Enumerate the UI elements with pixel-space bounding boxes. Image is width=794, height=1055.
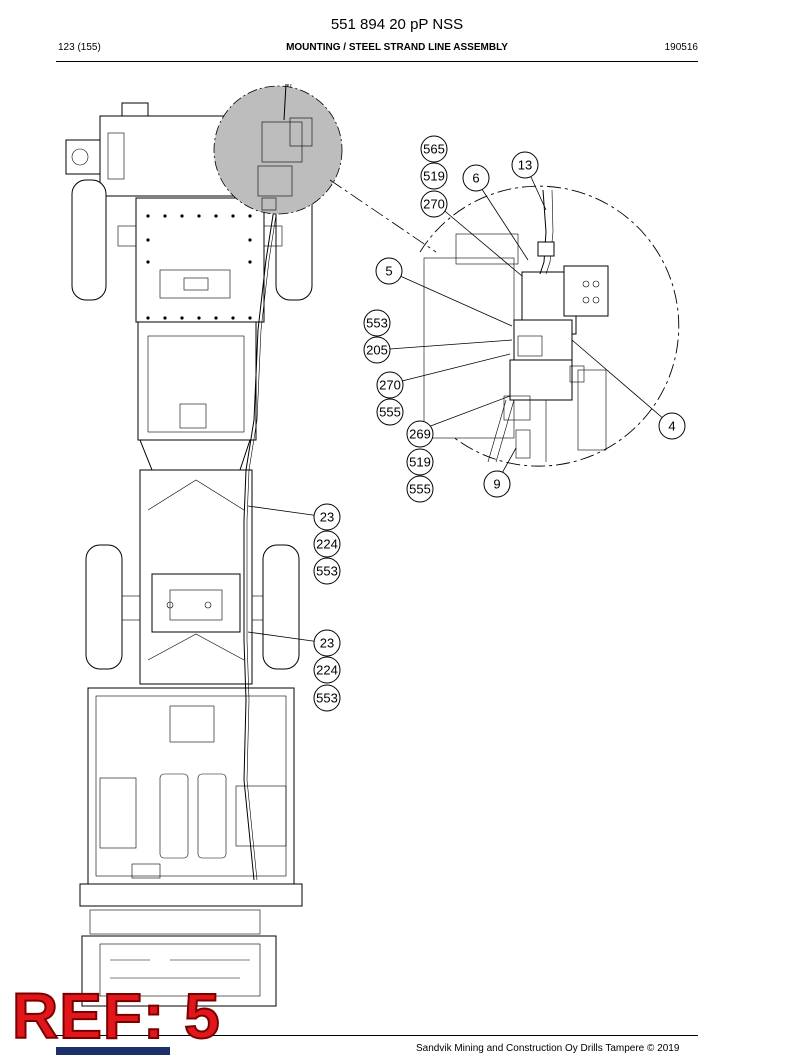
svg-text:519: 519 xyxy=(423,169,445,184)
callout-224-upper: 224 xyxy=(313,530,341,558)
callout-224-lower: 224 xyxy=(313,656,341,684)
svg-text:9: 9 xyxy=(493,477,500,492)
detail-source-parts xyxy=(257,83,313,211)
callout-519-top: 519 xyxy=(420,162,448,190)
callout-555-bottom: 555 xyxy=(406,475,434,503)
svg-text:4: 4 xyxy=(668,419,675,434)
detail-source-circle xyxy=(213,85,343,215)
svg-text:270: 270 xyxy=(379,378,401,393)
machine-top-view xyxy=(65,83,313,1007)
callout-519-bottom: 519 xyxy=(406,448,434,476)
callout-23-lower: 23 xyxy=(313,629,341,657)
sandvik-logo xyxy=(56,1047,170,1055)
callout-205: 205 xyxy=(363,336,391,364)
callout-565: 565 xyxy=(420,135,448,163)
svg-text:224: 224 xyxy=(316,537,338,552)
header-divider xyxy=(56,61,698,62)
svg-text:270: 270 xyxy=(423,197,445,212)
callout-270-bottom: 270 xyxy=(376,371,404,399)
svg-text:23: 23 xyxy=(320,510,334,525)
svg-text:6: 6 xyxy=(472,171,479,186)
callout-269: 269 xyxy=(406,420,434,448)
detail-boundary xyxy=(419,185,680,467)
svg-text:13: 13 xyxy=(518,158,532,173)
callout-555-top: 555 xyxy=(376,398,404,426)
frame-holes xyxy=(146,214,252,320)
detail-connector-line xyxy=(329,179,437,253)
svg-text:553: 553 xyxy=(316,564,338,579)
svg-text:519: 519 xyxy=(409,455,431,470)
callout-5: 5 xyxy=(375,257,403,285)
callout-553-upper: 553 xyxy=(313,557,341,585)
page-title: MOUNTING / STEEL STRAND LINE ASSEMBLY xyxy=(286,42,508,53)
reference-stamp: REF: 5 xyxy=(11,980,221,1052)
document-date: 190516 xyxy=(664,42,698,53)
svg-text:553: 553 xyxy=(366,316,388,331)
callout-4: 4 xyxy=(658,412,686,440)
callout-6: 6 xyxy=(462,164,490,192)
detail-view xyxy=(423,189,609,463)
page-number: 123 (155) xyxy=(58,42,101,53)
svg-text:555: 555 xyxy=(409,482,431,497)
document-number: 551 894 20 pP NSS xyxy=(330,16,464,33)
callout-553-lower: 553 xyxy=(313,684,341,712)
svg-text:565: 565 xyxy=(423,142,445,157)
callout-23-upper: 23 xyxy=(313,503,341,531)
svg-text:269: 269 xyxy=(409,427,431,442)
callout-270-top: 270 xyxy=(420,190,448,218)
callout-9: 9 xyxy=(483,470,511,498)
svg-text:5: 5 xyxy=(385,264,392,279)
footer-divider xyxy=(56,1035,698,1036)
leader-lines xyxy=(247,165,673,644)
callout-553-detail: 553 xyxy=(363,309,391,337)
svg-text:23: 23 xyxy=(320,636,334,651)
svg-text:555: 555 xyxy=(379,405,401,420)
callout-13: 13 xyxy=(511,151,539,179)
svg-text:205: 205 xyxy=(366,343,388,358)
svg-text:224: 224 xyxy=(316,663,338,678)
svg-text:553: 553 xyxy=(316,691,338,706)
copyright-footer: Sandvik Mining and Construction Oy Drill… xyxy=(416,1043,680,1054)
